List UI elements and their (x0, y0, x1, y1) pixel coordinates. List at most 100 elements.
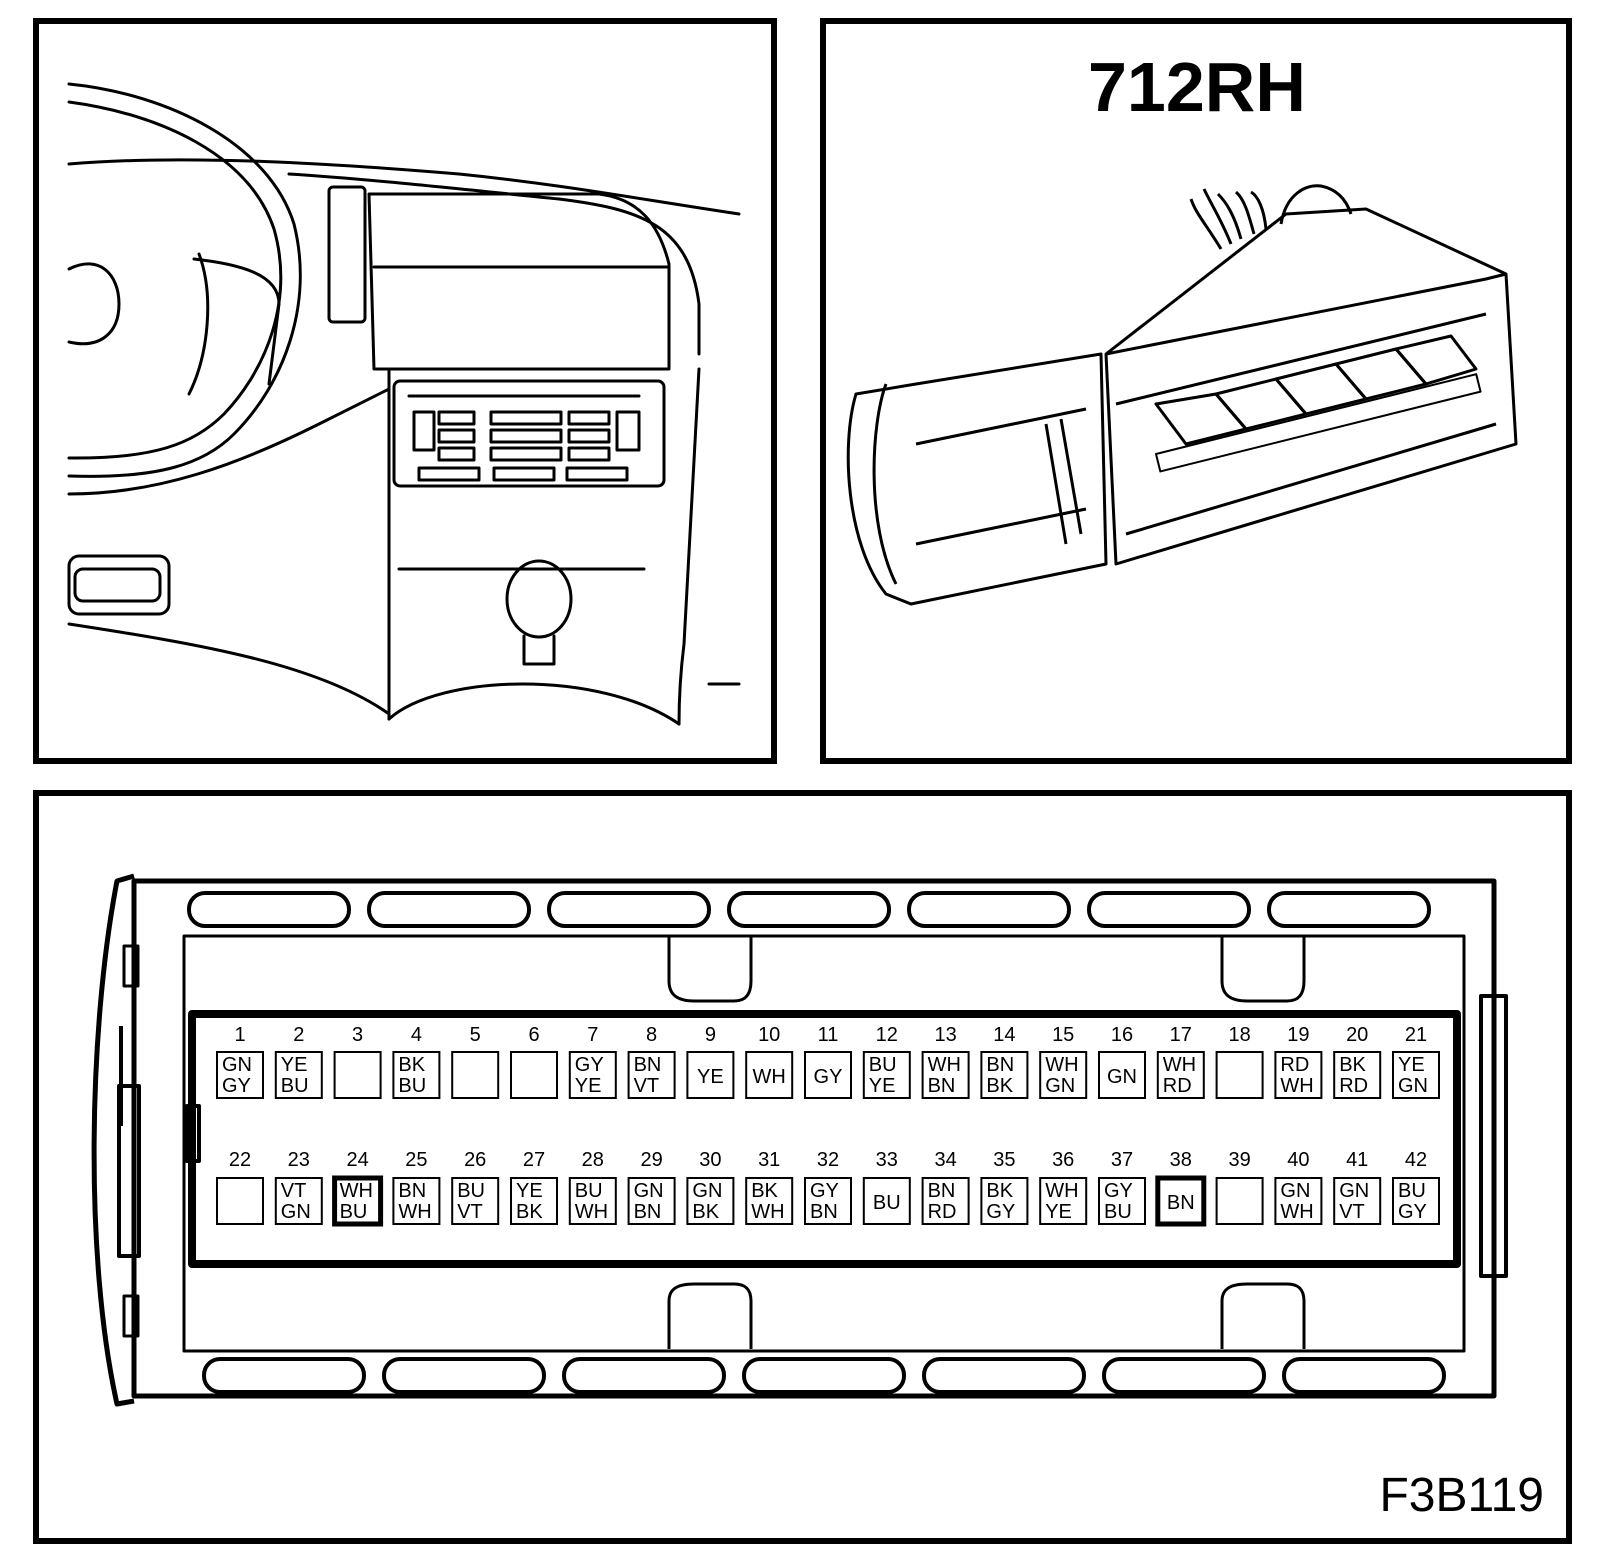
wire-color-code: GN (1339, 1180, 1369, 1202)
pin-cavity (921, 1051, 970, 1099)
wire-color-code: BK (986, 1180, 1013, 1202)
wire-color-code: BK (398, 1054, 425, 1076)
wire-color-code: BK (692, 1201, 719, 1223)
slot-oval-top (907, 891, 1071, 928)
pin-cavity (1098, 1051, 1146, 1099)
pin-cavity (1156, 1051, 1205, 1099)
wire-color-code: BU (575, 1180, 603, 1202)
pin-cavity (510, 1177, 558, 1225)
slot-oval-top (187, 891, 351, 928)
pin-number: 42 (1405, 1149, 1427, 1171)
pin-number: 24 (346, 1149, 368, 1171)
pin-number: 13 (934, 1024, 956, 1046)
dashboard-drawing (67, 82, 741, 726)
wire-color-code: BU (1104, 1201, 1132, 1223)
wire-color-code: VT (281, 1180, 307, 1202)
pin-number: 2 (293, 1024, 304, 1046)
slot-oval-top (547, 891, 711, 928)
wire-color-code: BU (281, 1075, 309, 1097)
wire-color-code: GN (1045, 1075, 1075, 1097)
wire-color-code: WH (1045, 1054, 1078, 1076)
pin-cavity (1039, 1177, 1088, 1225)
wire-color-code: BK (751, 1180, 778, 1202)
wire-color-code: WH (751, 1201, 784, 1223)
wire-color-code: BU (398, 1075, 426, 1097)
wire-color-code: GN (222, 1054, 252, 1076)
pin-number: 36 (1052, 1149, 1074, 1171)
pin-block (188, 1010, 1461, 1268)
wire-color-code: RD (1280, 1054, 1309, 1076)
pin-number: 6 (528, 1024, 539, 1046)
pin-cavity (1274, 1051, 1323, 1099)
pin-cavity (332, 1175, 384, 1227)
pin-cavity (1215, 1051, 1264, 1099)
pin-cavity (1215, 1177, 1264, 1225)
wire-color-code: YE (697, 1066, 724, 1088)
pin-cavity (804, 1051, 852, 1099)
pin-cavity (451, 1177, 500, 1225)
wire-color-code: BK (1339, 1054, 1366, 1076)
pin-cavity (980, 1177, 1029, 1225)
pin-number: 15 (1052, 1024, 1074, 1046)
pin-cavity (392, 1177, 441, 1225)
wire-color-code: WH (1280, 1075, 1313, 1097)
pin-cavity (980, 1051, 1029, 1099)
pin-cavity (216, 1177, 264, 1225)
wire-color-code: BN (398, 1180, 426, 1202)
wire-color-code: BK (986, 1075, 1013, 1097)
pin-cavity (568, 1051, 617, 1099)
slot-oval-top (727, 891, 891, 928)
wire-color-code: VT (1339, 1201, 1365, 1223)
pin-number: 12 (876, 1024, 898, 1046)
wire-color-code: GY (1398, 1201, 1427, 1223)
pin-number: 30 (699, 1149, 721, 1171)
wire-color-code: BU (869, 1054, 897, 1076)
wire-color-code: GY (1104, 1180, 1133, 1202)
pin-cavity (686, 1051, 735, 1099)
pin-cavity (1098, 1177, 1146, 1225)
pin-number: 11 (818, 1024, 839, 1046)
pin-number: 38 (1170, 1149, 1192, 1171)
pin-cavity (1155, 1175, 1207, 1227)
pin-cavity (568, 1177, 617, 1225)
slot-oval-bottom (562, 1357, 726, 1394)
pin-number: 28 (582, 1149, 604, 1171)
pin-number: 9 (705, 1024, 716, 1046)
wire-color-code: WH (1163, 1054, 1196, 1076)
pin-number: 26 (464, 1149, 486, 1171)
pin-number: 27 (523, 1149, 545, 1171)
pin-number: 8 (646, 1024, 657, 1046)
wire-color-code: GN (1398, 1075, 1428, 1097)
wire-color-code: GY (575, 1054, 604, 1076)
pin-cavity (1333, 1051, 1382, 1099)
connector-photo-panel: 712RH (820, 18, 1572, 764)
wire-color-code: WH (575, 1201, 608, 1223)
pin-cavity (510, 1051, 558, 1099)
wire-color-code: WH (340, 1180, 373, 1202)
pin-cavity (1333, 1177, 1382, 1225)
wire-color-code: WH (1045, 1180, 1078, 1202)
pin-number: 29 (640, 1149, 662, 1171)
connector-drawing (846, 184, 1518, 606)
wire-color-code: GY (986, 1201, 1015, 1223)
wire-color-code: GY (222, 1075, 251, 1097)
pin-cavity (686, 1177, 735, 1225)
pin-number: 18 (1228, 1024, 1250, 1046)
pin-number: 20 (1346, 1024, 1368, 1046)
pin-number: 3 (352, 1024, 363, 1046)
wire-color-code: GN (692, 1180, 722, 1202)
wire-color-code: BN (986, 1054, 1014, 1076)
wire-color-code: YE (575, 1075, 602, 1097)
wire-color-code: BN (1167, 1192, 1195, 1214)
wire-color-code: WH (398, 1201, 431, 1223)
wire-color-code: GN (1107, 1066, 1137, 1088)
wire-color-code: VT (457, 1201, 483, 1223)
pin-cavity (804, 1177, 852, 1225)
pin-number: 17 (1170, 1024, 1192, 1046)
pin-number: 16 (1111, 1024, 1133, 1046)
wire-color-code: BN (810, 1201, 838, 1223)
pin-number: 19 (1287, 1024, 1309, 1046)
wire-color-code: RD (928, 1201, 957, 1223)
